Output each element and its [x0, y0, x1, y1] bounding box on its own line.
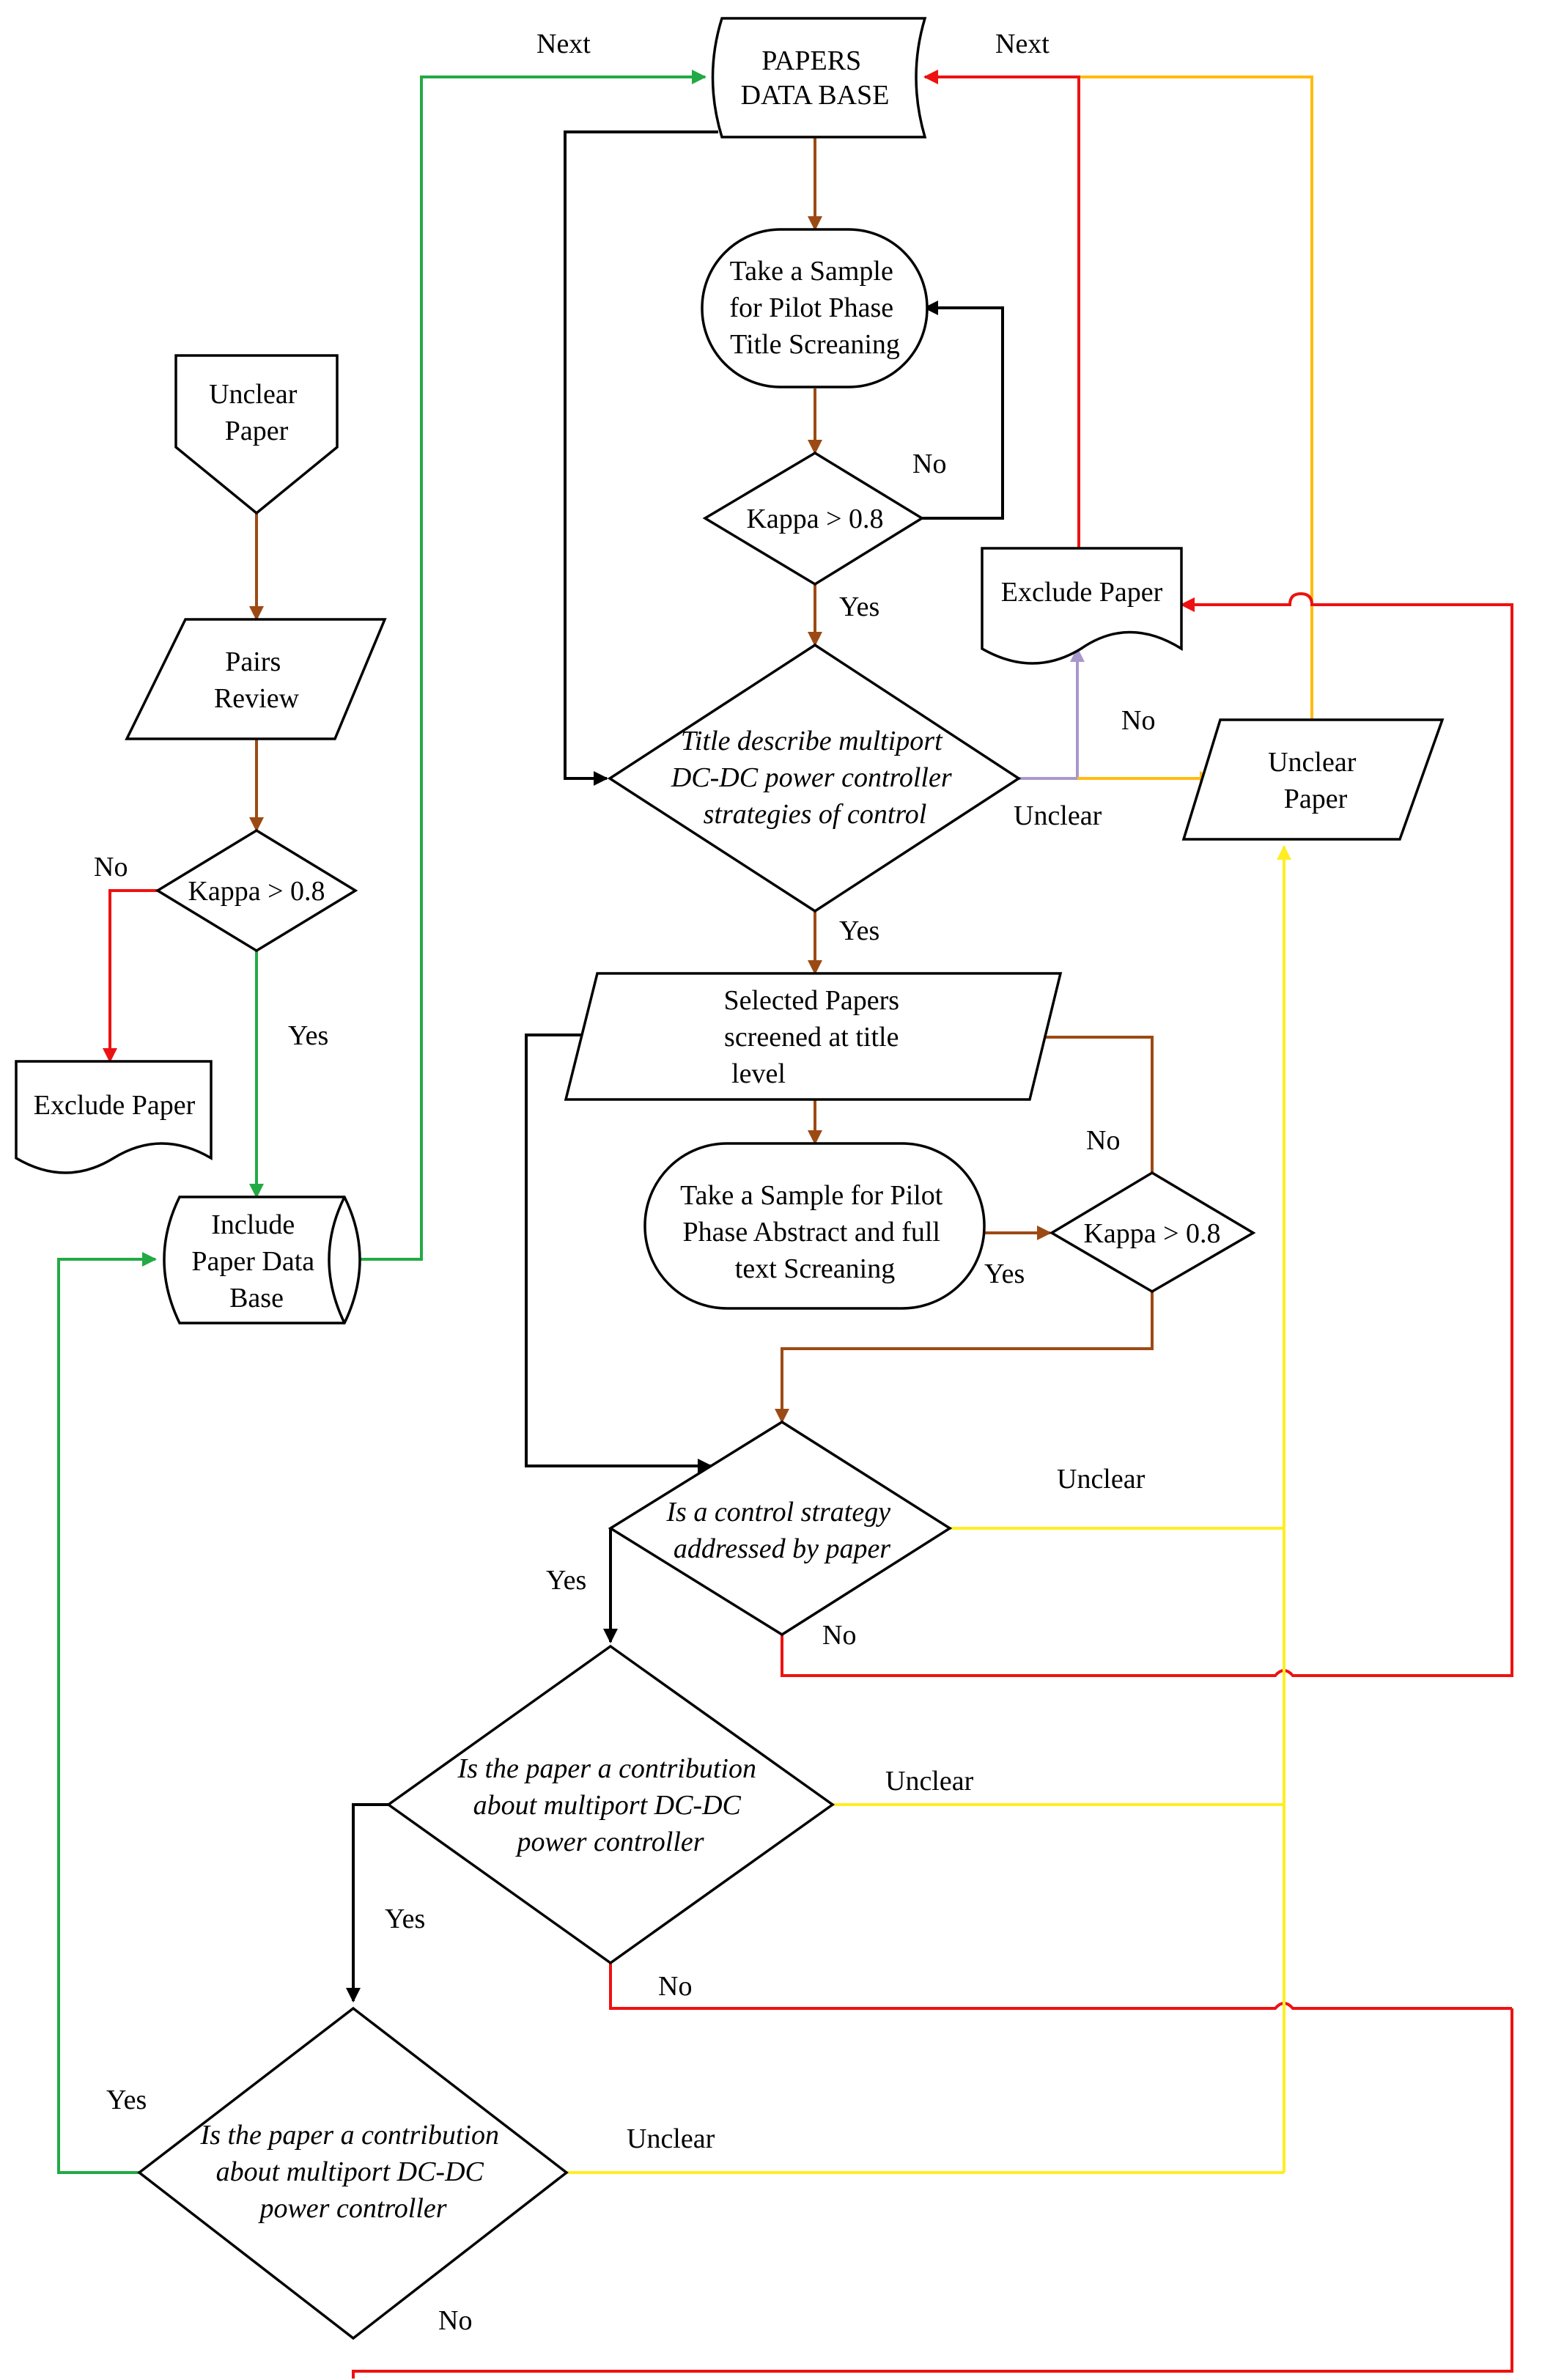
kappa-1: Kappa > 0.8 [746, 504, 883, 534]
papers-database-line-2: DATA BASE [741, 80, 890, 111]
pilot-abstract-sample: Take a Sample for Pilot Phase Abstract a… [680, 1180, 950, 1284]
exclude-paper-right: Exclude Paper [1001, 577, 1163, 608]
kappa-1-shape [702, 451, 925, 586]
pairs-review-shape [125, 618, 387, 740]
pairs-review: Pairs Review [214, 646, 300, 714]
label-no-contribution-1: No [658, 1971, 692, 2002]
edge-selected-to-control-loop [525, 1034, 712, 1473]
label-yes-kappa-2: Yes [984, 1259, 1025, 1289]
edge-contrib1-no [609, 1963, 1512, 2010]
selected-papers-shape [564, 972, 1063, 1101]
edge-title-no-to-exclude [1019, 647, 1085, 780]
include-database-inner-arc [328, 1196, 346, 1324]
edge-kappa2-to-control [775, 1292, 1154, 1423]
label-unclear-title: Unclear [1014, 800, 1102, 831]
pilot-title-shape [701, 228, 929, 388]
label-yes-title: Yes [839, 915, 879, 946]
edge-kappa2-loop [1028, 1030, 1154, 1173]
kappa-3: Kappa > 0.8 [188, 876, 325, 907]
edge-exclude-next-to-db [923, 70, 1080, 548]
control-decision: Is a control strategy addressed by paper [665, 1497, 897, 1564]
exclude-left-shape [15, 1060, 213, 1174]
title-decision-shape [607, 643, 1022, 913]
label-yes-kappa-3: Yes [288, 1020, 328, 1051]
unclear-paper-right: Unclear Paper [1268, 747, 1363, 814]
kappa-2-shape [1049, 1171, 1256, 1294]
label-yes-kappa-1: Yes [839, 592, 879, 622]
edge-control-no [781, 1635, 1512, 1677]
title-decision: Title describe multiport DC-DC power con… [671, 726, 959, 830]
include-paper-database: Include Paper Data Base [191, 1209, 321, 1314]
label-no-title: No [1121, 705, 1155, 736]
label-unclear-contribution-2: Unclear [627, 2123, 715, 2154]
edge-contrib1-yes [346, 1803, 388, 2003]
contribution-decision-1: Is the paper a contribution about multip… [457, 1753, 764, 1857]
label-next-right: Next [995, 29, 1049, 59]
edge-kappa3-no [103, 889, 158, 1063]
pilot-title-sample: Take a Sample for Pilot Phase Title Scre… [729, 256, 900, 360]
edge-no-bus-to-exclude [1180, 592, 1513, 1677]
exclude-right-shape [981, 547, 1183, 665]
label-unclear-control: Unclear [1057, 1464, 1146, 1495]
label-yes-contribution-1: Yes [385, 1904, 425, 1934]
contribution-2-shape [137, 2006, 569, 2340]
edge-contrib2-no [352, 2008, 1513, 2379]
contribution-decision-2: Is the paper a contribution about multip… [200, 2120, 506, 2224]
unclear-left-shape [174, 354, 339, 515]
exclude-paper-left: Exclude Paper [34, 1090, 196, 1121]
pilot-abstract-shape [643, 1142, 986, 1310]
kappa-3-shape [155, 828, 358, 953]
unclear-paper-left: Unclear Paper [209, 379, 304, 446]
label-yes-contribution-2: Yes [106, 2085, 147, 2115]
edge-contrib2-yes [57, 1252, 157, 2174]
control-decision-shape [608, 1420, 953, 1637]
label-yes-control: Yes [546, 1565, 586, 1596]
label-no-kappa-2: No [1086, 1125, 1120, 1156]
contribution-1-shape [386, 1644, 835, 1965]
label-no-control: No [822, 1620, 856, 1651]
edge-db-to-title-loop [564, 130, 718, 786]
papers-database-shape [711, 17, 927, 139]
papers-database: PAPERS DATA BASE [741, 45, 890, 111]
label-no-contribution-2: No [438, 2305, 472, 2336]
papers-database-line-1: PAPERS [761, 45, 861, 76]
edge-include-next-to-db [352, 70, 707, 1261]
unclear-right-shape [1181, 718, 1445, 841]
label-no-kappa-1: No [912, 449, 946, 479]
edge-kappa1-loop [922, 301, 1004, 520]
label-next-left: Next [536, 29, 591, 59]
label-no-kappa-3: No [94, 852, 128, 883]
label-unclear-contribution-1: Unclear [885, 1766, 974, 1797]
kappa-2: Kappa > 0.8 [1083, 1218, 1220, 1249]
selected-papers: Selected Papers screened at title level [723, 985, 906, 1089]
